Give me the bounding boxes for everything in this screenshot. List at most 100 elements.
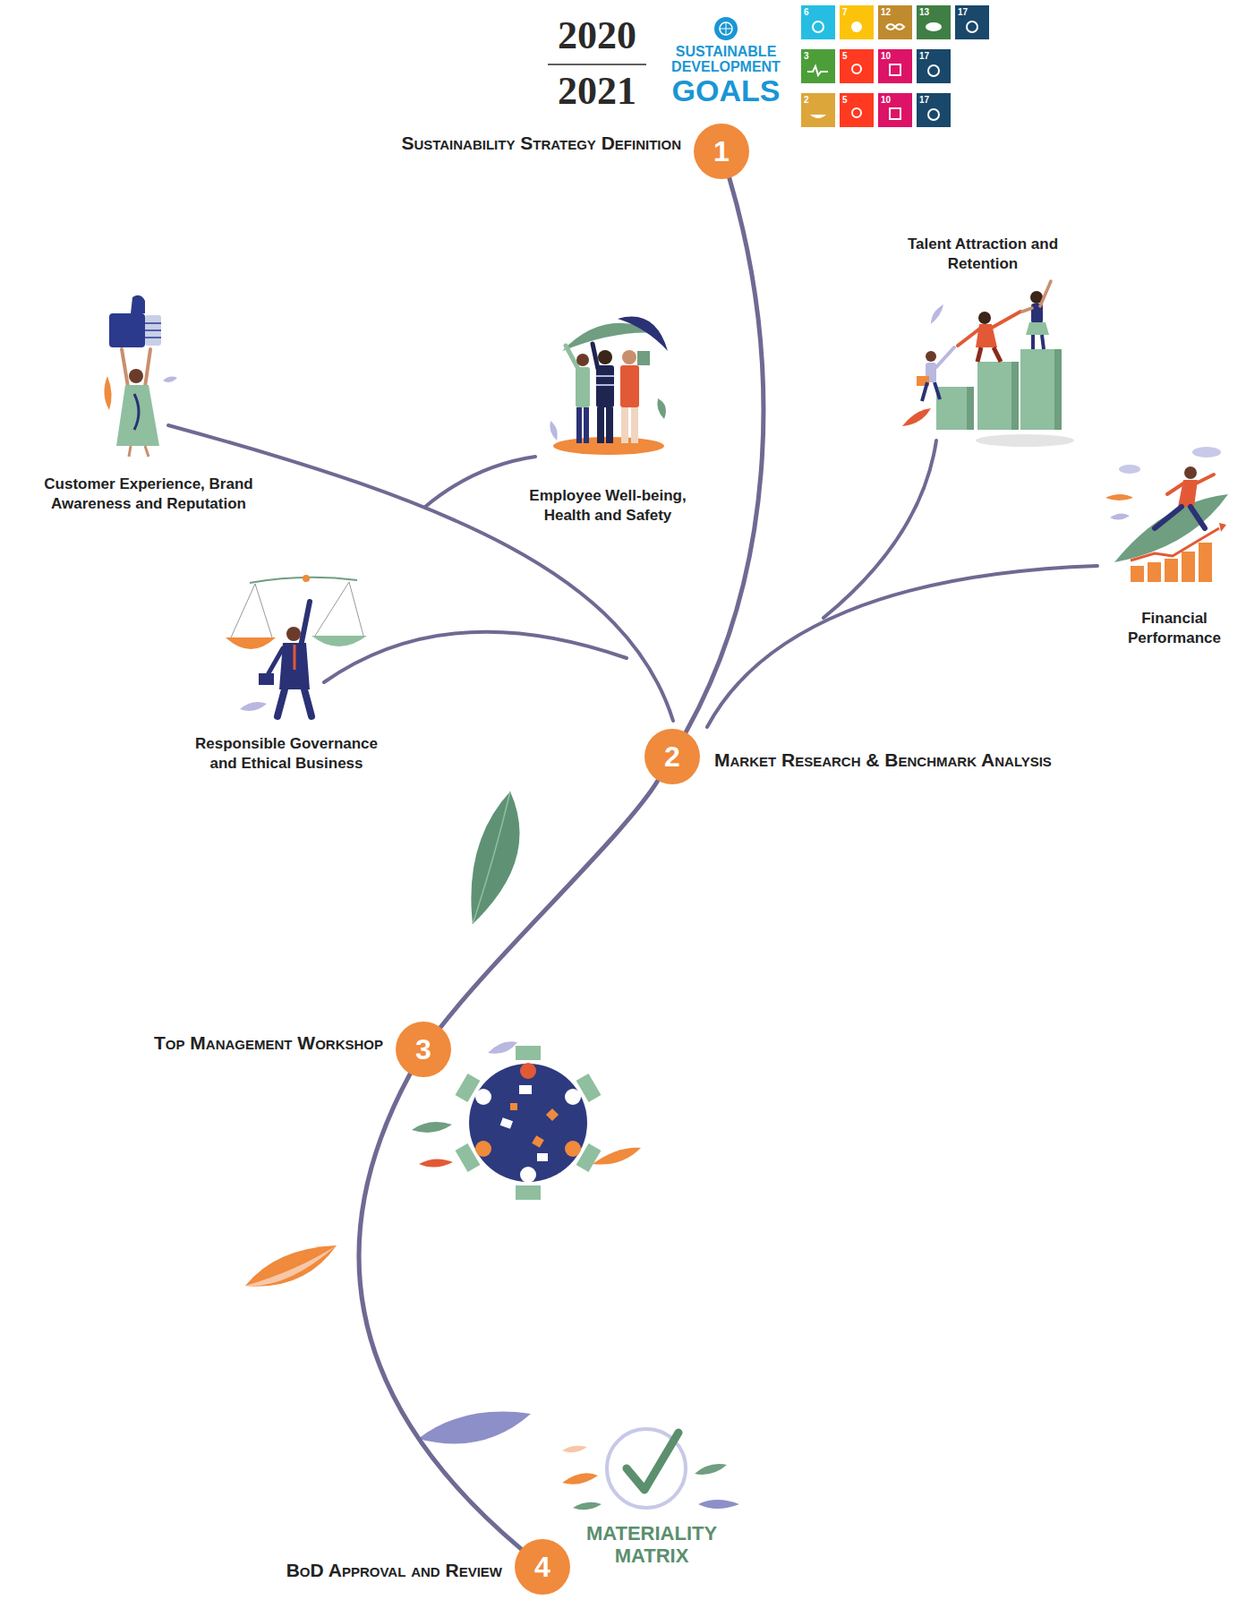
materiality-check-part [694, 1463, 727, 1475]
sdg-tiles-part [878, 49, 913, 84]
topic-label: Financial Performance [1120, 608, 1229, 649]
step-heading: Top Management Workshop [153, 1031, 384, 1054]
talent-figures-part [921, 382, 928, 402]
stem-connector [358, 1073, 521, 1549]
governance-figure-part [268, 648, 283, 674]
sdg-tile-number: 17 [919, 95, 948, 105]
financial-figures-part [1114, 494, 1229, 563]
sdg-logo-text: GOALS [665, 75, 786, 106]
customer-figure-part [128, 368, 144, 384]
governance-figure-part [258, 673, 274, 685]
talent-figures-part [977, 361, 1019, 430]
round-table-part [592, 1147, 641, 1165]
un-emblem [714, 17, 738, 41]
step-number: 2 [664, 742, 681, 771]
talent-figures-part [930, 304, 944, 325]
branch-lines-part [425, 456, 536, 507]
sdg-tile-number: 10 [880, 51, 910, 61]
materiality-check-part [606, 1428, 686, 1508]
employee-figures-part [576, 407, 582, 444]
step-number: 1 [713, 136, 730, 166]
financial-figures-part [1154, 506, 1182, 529]
branch-lines-part [823, 440, 937, 618]
customer-figure [103, 295, 178, 457]
round-table-part [500, 1117, 513, 1129]
un-emblem-part [719, 22, 733, 35]
sdg-tile-number: 3 [803, 51, 833, 61]
round-table-part [475, 1140, 492, 1157]
leaves-part [245, 1245, 337, 1287]
financial-figures-part [1109, 512, 1130, 520]
materiality-check [562, 1428, 740, 1510]
year-divider [547, 64, 647, 66]
employee-figures-part [565, 345, 579, 369]
sdg-tiles-part [955, 5, 990, 40]
governance-figure-part [230, 583, 256, 638]
sdg-tiles [801, 5, 990, 128]
step-number: 3 [415, 1034, 432, 1064]
sdg-tiles-part [925, 22, 942, 32]
employee-figures-part [596, 365, 615, 408]
round-table-part [475, 1088, 492, 1105]
materiality-check-part [562, 1445, 588, 1453]
employee-figures-part [631, 407, 639, 444]
round-table-part-part [515, 1185, 541, 1200]
talent-figures [902, 281, 1075, 447]
round-table-part [546, 1108, 559, 1121]
step-number: 4 [534, 1552, 551, 1581]
governance-figure-part [311, 635, 367, 647]
financial-figures-part [1164, 558, 1178, 582]
customer-figure-part [145, 336, 162, 339]
step-circle: 3Top Management Workshop [395, 1021, 452, 1077]
round-table-part [531, 1135, 545, 1148]
sdg-tiles-part [916, 5, 951, 40]
un-emblem-part [714, 17, 738, 41]
step-circle: 4BoD Approval and Review [514, 1538, 571, 1595]
sdg-logo-text: DEVELOPMENT [665, 59, 786, 75]
financial-figures-part [1130, 565, 1144, 582]
materiality-check-part [572, 1502, 602, 1511]
round-table-part [520, 1166, 537, 1183]
employee-figures-part [657, 398, 666, 419]
leaves-part [418, 1411, 531, 1444]
employee-figures-part [583, 407, 589, 444]
round-table-part [564, 1088, 581, 1105]
employee-figures-part [617, 316, 668, 351]
sdg-tiles-part [889, 108, 901, 120]
sdg-tile-number: 7 [842, 8, 871, 18]
round-table-part [564, 1140, 581, 1157]
sdg-tiles-part [852, 64, 862, 74]
round-table-part [519, 1084, 532, 1094]
governance-figure-part [293, 644, 297, 670]
customer-figure-part [109, 313, 146, 348]
governance-figure-part [304, 689, 312, 717]
topic-label: Customer Experience, Brand Awareness and… [14, 474, 283, 514]
branch-lines [168, 425, 1098, 727]
employee-figures-part [575, 366, 590, 408]
sdg-tile-number: 13 [919, 8, 948, 18]
topic-label: Employee Well-being, Health and Safety [518, 486, 698, 526]
talent-figures-part [1054, 349, 1062, 430]
sdg-tiles-part [928, 109, 939, 120]
year-divider-part [547, 63, 647, 66]
talent-figures-part [925, 350, 937, 362]
employee-figures-part [597, 349, 613, 365]
talent-figures-part [977, 347, 982, 362]
sdg-tile-number: 5 [842, 95, 871, 105]
governance-figure-part [239, 701, 267, 711]
sdg-tiles-part [966, 21, 978, 33]
round-table-part [510, 1102, 518, 1110]
customer-figure-part [162, 376, 178, 383]
sdg-tiles-part [852, 108, 862, 118]
matrix-label: MATERIALITY MATRIX [580, 1521, 724, 1568]
talent-figures-part [991, 311, 1021, 328]
sdg-tile-number: 5 [842, 51, 871, 61]
financial-figures-part [1195, 474, 1214, 484]
round-table-part [520, 1062, 537, 1079]
governance-figure-part [349, 581, 364, 636]
branch-lines-part [168, 425, 674, 721]
un-emblem-part [725, 22, 727, 35]
sdg-tiles-part [886, 24, 905, 30]
